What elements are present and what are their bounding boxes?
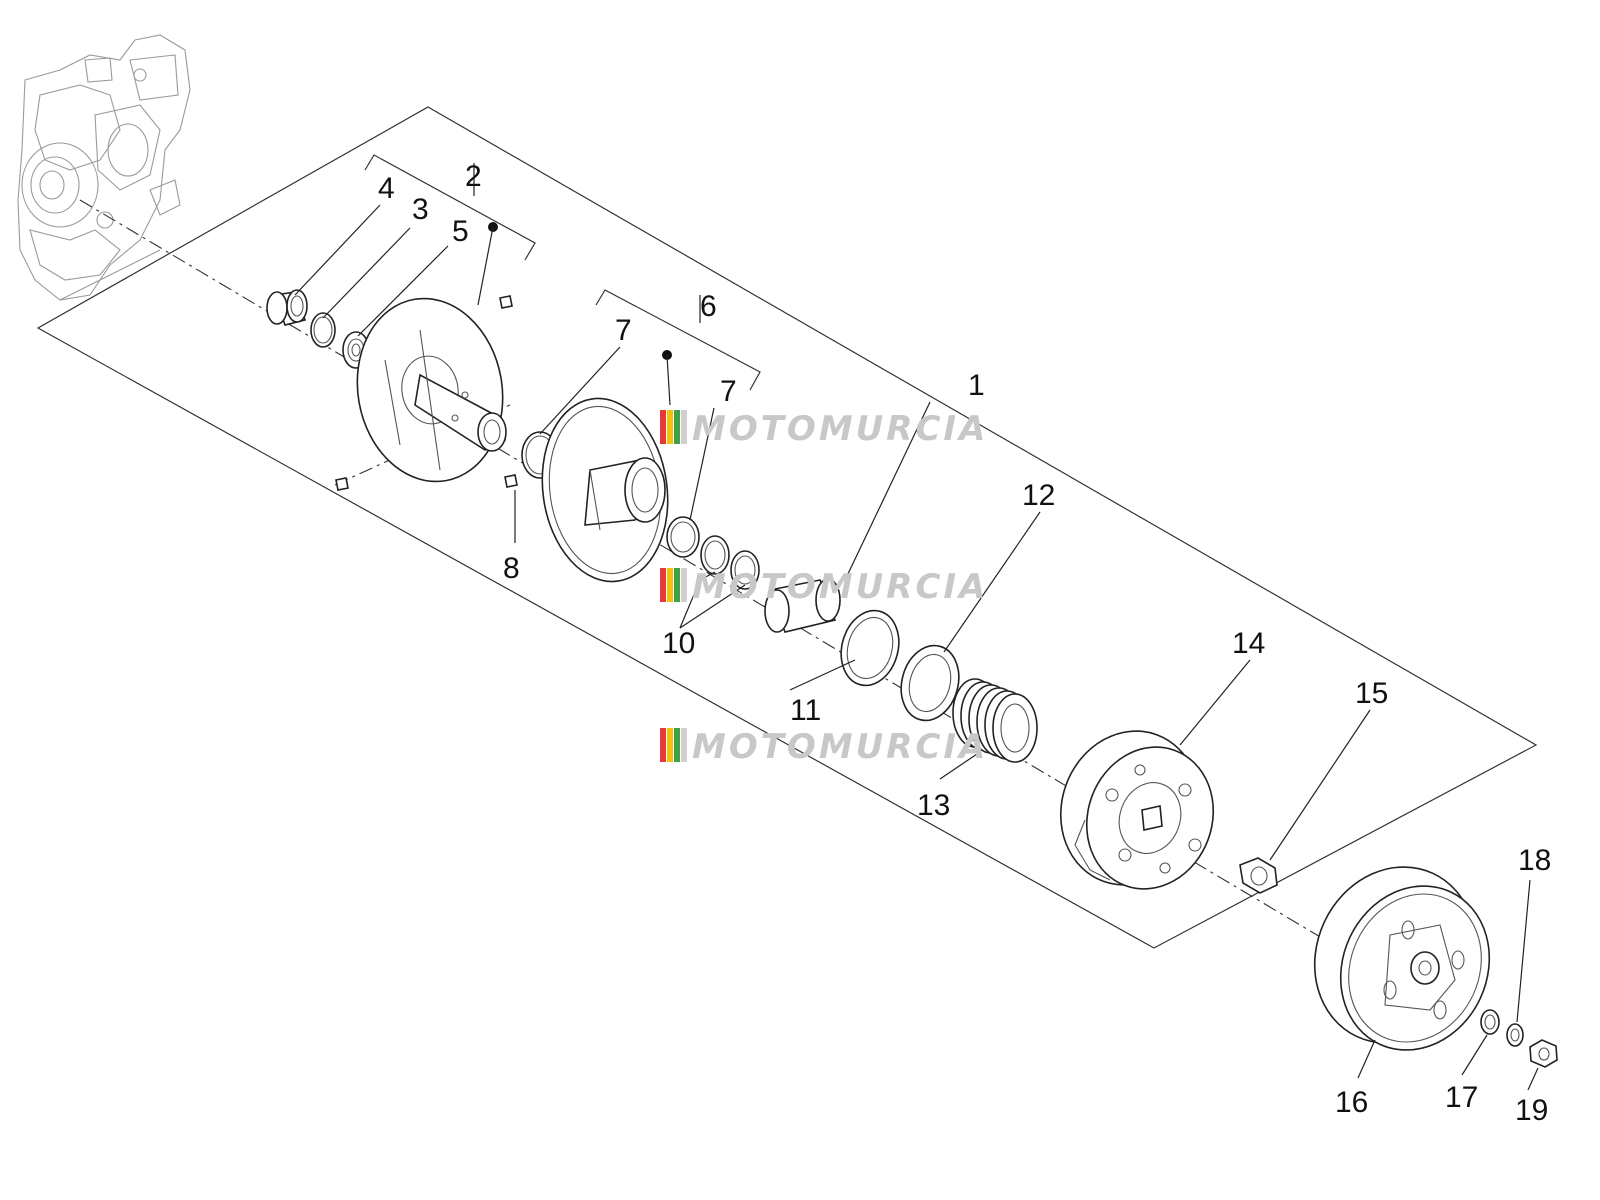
callout-17: 17: [1445, 1081, 1478, 1114]
callout-11: 11: [790, 694, 821, 727]
callout-10: 10: [662, 627, 695, 660]
callout-12: 12: [1022, 479, 1055, 512]
part-3-circlip: [310, 312, 336, 348]
callout-5: 5: [452, 215, 469, 248]
engine-crankcase: [17, 34, 191, 301]
part-11-washer: [840, 609, 900, 687]
callout-1: 1: [968, 369, 985, 402]
callout-4: 4: [378, 172, 395, 205]
part-4-roller-bearing: [266, 289, 308, 326]
aux-axis: [334, 404, 511, 486]
part-14-clutch-assembly: [1059, 730, 1215, 890]
watermark-2: MOTOMURCIA: [660, 567, 988, 607]
part-6-movable-half-pulley: [541, 397, 669, 583]
callout-18: 18: [1518, 844, 1551, 877]
watermark-text: MOTOMURCIA: [692, 409, 988, 449]
part-pins: [335, 295, 518, 491]
callout-19: 19: [1515, 1094, 1548, 1127]
watermark-text: MOTOMURCIA: [692, 727, 988, 767]
part-15-nut: [1239, 857, 1278, 894]
part-13-spring: [952, 678, 1038, 763]
leader-lines: [294, 163, 1539, 1091]
callout-13: 13: [917, 789, 950, 822]
watermark-1: MOTOMURCIA: [660, 409, 988, 449]
part-18-spring-washer: [1506, 1023, 1524, 1047]
part-16-clutch-bell: [1313, 866, 1491, 1051]
part-7-o-ring-b: [666, 516, 700, 558]
callout-16: 16: [1335, 1086, 1368, 1119]
callout-labels: 1 2 3 4 5 6 7 7 8 10 11 12 13 14 15 16 1…: [378, 160, 1551, 1127]
part-10-seals: [700, 535, 760, 590]
part-12-spring-seat: [900, 644, 960, 722]
part-19-nut: [1529, 1039, 1558, 1068]
part-17-washer: [1480, 1009, 1500, 1035]
part-2-fixed-half-pulley: [356, 297, 507, 483]
callout-2: 2: [465, 160, 482, 193]
part-sleeve: [764, 578, 841, 633]
assembly-group-outline: [36, 106, 1538, 949]
callout-7a: 7: [615, 314, 632, 347]
watermark-3: MOTOMURCIA: [660, 727, 988, 767]
callout-7b: 7: [720, 375, 737, 408]
bracket-part-6: [595, 289, 761, 391]
callout-6: 6: [700, 290, 717, 323]
callout-3: 3: [412, 193, 429, 226]
bracket-part-2: [364, 154, 536, 261]
callout-8: 8: [503, 552, 520, 585]
watermark-text: MOTOMURCIA: [692, 567, 988, 607]
callout-15: 15: [1355, 677, 1388, 710]
callout-14: 14: [1232, 627, 1265, 660]
